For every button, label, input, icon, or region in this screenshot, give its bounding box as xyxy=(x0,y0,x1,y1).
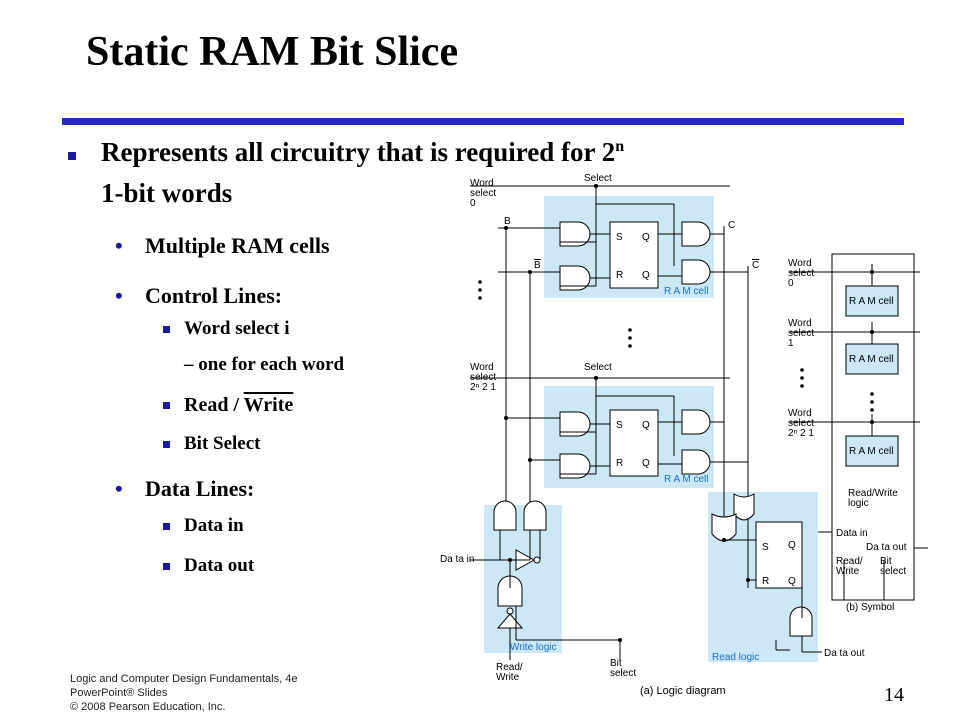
caption-b: (b) Symbol xyxy=(846,602,894,613)
caption-a: (a) Logic diagram xyxy=(640,685,726,697)
bullet-main-line2: 1-bit words xyxy=(101,178,233,208)
bullet-multiple-cells: Multiple RAM cells xyxy=(145,233,330,258)
q-label-n: Q xyxy=(642,420,650,431)
q-label-read: Q xyxy=(788,540,796,551)
c-bar-label: C xyxy=(752,260,759,271)
ram-symbol xyxy=(790,253,928,601)
slide-title: Static RAM Bit Slice xyxy=(86,29,459,75)
sym-data-in: Data in xyxy=(836,528,868,539)
s-label-n: S xyxy=(616,420,623,431)
ram-cell-n-label: R A M cell xyxy=(664,474,708,485)
bullet-marker xyxy=(163,523,170,530)
s-label-0: S xyxy=(616,232,623,243)
bullet-word-select: Word select i xyxy=(184,318,290,339)
footer-line-3: © 2008 Pearson Education, Inc. xyxy=(70,701,226,713)
write-logic-label: Write logic xyxy=(510,642,557,653)
data-in-label: Da ta in xyxy=(440,554,474,565)
sym-ram-cell-1: R A M cell xyxy=(849,354,893,365)
q-label-0: Q xyxy=(642,232,650,243)
bullet-main-text: Represents all circuitry that is require… xyxy=(101,137,616,167)
bullet-dot: • xyxy=(115,476,123,501)
b-label: B xyxy=(504,216,511,227)
ellipsis-dots xyxy=(478,280,874,412)
ram-cell-0-label: R A M cell xyxy=(664,286,708,297)
r-label-read: R xyxy=(762,576,769,587)
page-number: 14 xyxy=(884,684,904,706)
bullet-data-in: Data in xyxy=(184,515,244,536)
sym-ram-cell-n: R A M cell xyxy=(849,446,893,457)
footer-line-2: PowerPoint® Slides xyxy=(70,687,168,699)
slash-text: / xyxy=(228,394,244,416)
read-write-label: Read/Write xyxy=(496,662,523,683)
bullet-marker xyxy=(163,402,170,409)
bullet-bit-select: Bit Select xyxy=(184,433,261,454)
q-bar-label-read: Q xyxy=(788,576,796,587)
read-logic-label: Read logic xyxy=(712,652,759,663)
select-label-0: Select xyxy=(584,173,612,184)
bullet-main: Represents all circuitry that is require… xyxy=(101,137,624,168)
b-bar-label: B xyxy=(534,260,541,271)
bullet-marker xyxy=(163,441,170,448)
read-text: Read xyxy=(184,394,229,416)
bullet-marker xyxy=(163,563,170,570)
select-label-n: Select xyxy=(584,362,612,373)
r-label-0: R xyxy=(616,270,623,281)
bullet-dot: • xyxy=(115,283,123,308)
q-bar-label-n: Q xyxy=(642,458,650,469)
bullet-word-select-sub: – one for each word xyxy=(184,354,345,375)
bullet-marker xyxy=(163,326,170,333)
c-label: C xyxy=(728,220,735,231)
write-text: Write xyxy=(243,394,294,416)
bullet-data-lines: Data Lines: xyxy=(145,476,255,501)
sym-ram-cell-0: R A M cell xyxy=(849,296,893,307)
bullet-data-out: Data out xyxy=(184,555,255,576)
data-out-label: Da ta out xyxy=(824,648,865,659)
r-label-n: R xyxy=(616,458,623,469)
s-label-read: S xyxy=(762,542,769,553)
footer-credits: Logic and Computer Design Fundamentals, … xyxy=(70,672,297,714)
footer-line-1: Logic and Computer Design Fundamentals, … xyxy=(70,673,298,685)
bullet-main-sup: n xyxy=(615,138,625,155)
bullet-control-lines: Control Lines: xyxy=(145,283,283,308)
q-bar-label-0: Q xyxy=(642,270,650,281)
bullet-dot: • xyxy=(115,233,123,258)
sym-data-out: Da ta out xyxy=(866,542,907,553)
title-rule xyxy=(62,118,904,125)
sym-read-write: Read/Write xyxy=(836,556,863,577)
bullet-read-write: Read / Write xyxy=(184,394,293,417)
bullet-marker xyxy=(68,152,76,160)
